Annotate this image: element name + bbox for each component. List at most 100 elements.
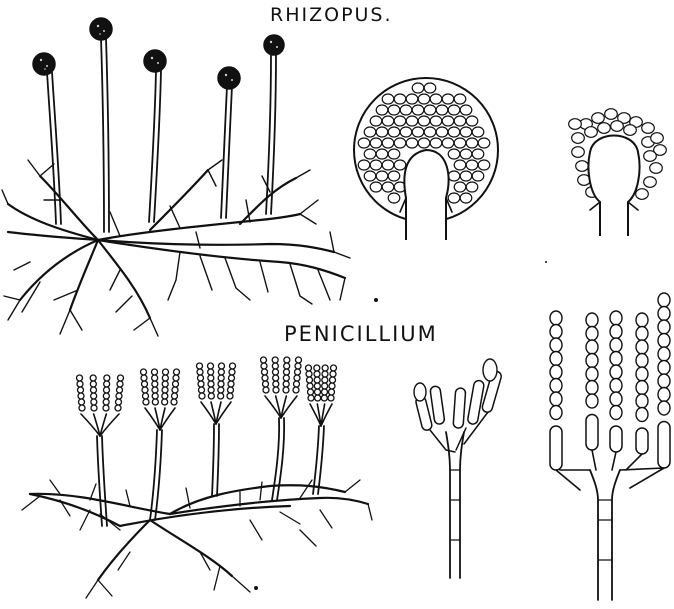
phialide (658, 422, 670, 469)
conidium (550, 392, 562, 406)
conidium (550, 325, 562, 339)
spore (572, 147, 585, 158)
conidium (315, 395, 321, 401)
spore (424, 105, 436, 115)
spore (370, 182, 382, 192)
conidium (152, 387, 158, 393)
rhizopus-sporangium-detail (354, 78, 498, 240)
sporangium (218, 67, 240, 89)
conidium (103, 399, 109, 405)
conidium (142, 381, 148, 387)
spore (598, 123, 611, 134)
conidium (117, 381, 123, 387)
phialide (467, 380, 484, 425)
conidium (322, 365, 328, 371)
conidium (308, 395, 314, 401)
penicillium-conidiophore-detail (414, 359, 502, 578)
rhizopus-colony (2, 18, 350, 336)
conidium (77, 381, 83, 387)
conidium (152, 399, 158, 405)
spore (430, 116, 442, 126)
conidium (315, 389, 321, 395)
conidium (658, 347, 670, 361)
conidium (284, 369, 290, 375)
conidium (314, 365, 320, 371)
phialides-small (414, 359, 502, 452)
conidium (162, 387, 168, 393)
conidium (636, 381, 648, 395)
conidium (117, 387, 123, 393)
penicillium-conidial-chains-detail (550, 293, 670, 600)
spore (472, 171, 484, 181)
conidium (658, 388, 670, 402)
spore (436, 127, 448, 137)
spore (412, 127, 424, 137)
spore (370, 160, 382, 170)
spore (388, 171, 400, 181)
conidium (284, 363, 290, 369)
conidium (414, 383, 426, 401)
conidium (78, 393, 84, 399)
conidium (197, 369, 203, 375)
spore (448, 193, 460, 203)
conidium (162, 375, 168, 381)
conidium (118, 375, 124, 381)
penicillium-hyphae (30, 485, 368, 580)
penicillium-colony (22, 357, 372, 598)
spore (418, 116, 430, 126)
spore (472, 149, 484, 159)
spore (388, 105, 400, 115)
spore (576, 161, 589, 172)
conidium (208, 393, 214, 399)
conidium (328, 395, 334, 401)
spore (424, 83, 436, 93)
conidium (218, 393, 224, 399)
conidium (550, 311, 562, 325)
sporangium (90, 18, 112, 40)
specks (254, 261, 547, 590)
spore (650, 163, 663, 174)
conidium (586, 394, 598, 408)
conidium (610, 365, 622, 379)
conidium (272, 363, 278, 369)
spore (454, 138, 466, 148)
spore (400, 127, 412, 137)
rhizopus-stolons (8, 170, 345, 318)
conidium (142, 387, 148, 393)
spore (454, 160, 466, 170)
conidium (172, 393, 178, 399)
conidium (307, 377, 313, 383)
sporangium (144, 50, 166, 72)
spore (424, 127, 436, 137)
conidium (171, 399, 177, 405)
conidium (91, 393, 97, 399)
conidium (610, 311, 622, 325)
sporangium (33, 53, 55, 75)
conidium (331, 365, 337, 371)
spore (388, 127, 400, 137)
spore (448, 105, 460, 115)
phialide (550, 426, 562, 470)
conidium (550, 379, 562, 393)
conidium (322, 389, 328, 395)
conidium (116, 393, 122, 399)
conidium (199, 393, 205, 399)
spore (376, 127, 388, 137)
spore (406, 116, 418, 126)
conidium (219, 363, 225, 369)
spore (430, 138, 442, 148)
conidium (293, 387, 299, 393)
spore (418, 138, 430, 148)
conidium (295, 369, 301, 375)
conidium (306, 371, 312, 377)
conidium (261, 357, 267, 363)
spore (364, 127, 376, 137)
conidium (91, 399, 97, 405)
conidium (143, 399, 149, 405)
spore (611, 121, 624, 132)
conidium (610, 338, 622, 352)
spore (460, 171, 472, 181)
penicillium-conidiophores (97, 418, 324, 526)
conidium (229, 375, 235, 381)
